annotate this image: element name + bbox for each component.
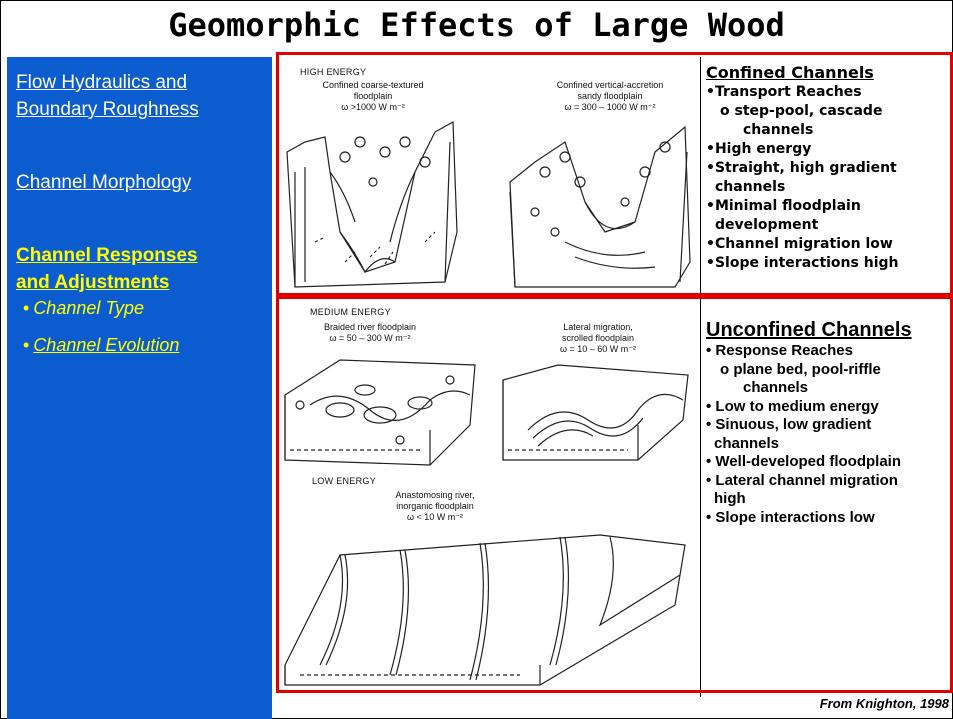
nav-flow-hydraulics-line2: Boundary Roughness: [16, 96, 199, 123]
list-item: •Transport Reaches: [706, 83, 951, 102]
nav-channel-responses-line2: and Adjustments: [16, 269, 198, 296]
list-item: channels: [706, 178, 951, 197]
list-item: •Straight, high gradient: [706, 159, 951, 178]
nav-channel-responses-line1: Channel Responses: [16, 242, 198, 269]
citation: From Knighton, 1998: [820, 696, 949, 711]
list-item: o step-pool, cascade: [706, 102, 951, 121]
list-item: o plane bed, pool-riffle: [706, 361, 951, 380]
list-item: • Well-developed floodplain: [706, 453, 951, 472]
nav-flow-hydraulics[interactable]: Flow Hydraulics and Boundary Roughness: [16, 69, 199, 123]
sub-channel-type[interactable]: •Channel Type: [23, 296, 144, 320]
sub-channel-type-label: Channel Type: [33, 298, 144, 318]
list-item: • Response Reaches: [706, 342, 951, 361]
bullet-icon: •: [23, 298, 29, 318]
sub-channel-evolution[interactable]: •Channel Evolution: [23, 333, 179, 357]
sub-channel-evolution-label: Channel Evolution: [33, 335, 179, 355]
confined-panel: Confined Channels •Transport Reaches o s…: [706, 63, 951, 273]
list-item: high: [706, 490, 951, 509]
list-item: channels: [706, 435, 951, 454]
confined-list: •Transport Reaches o step-pool, cascade …: [706, 83, 951, 273]
list-item: channels: [706, 121, 951, 140]
nav-flow-hydraulics-line1: Flow Hydraulics and: [16, 69, 199, 96]
slide-title: Geomorphic Effects of Large Wood: [0, 6, 953, 44]
list-item: • Low to medium energy: [706, 398, 951, 417]
nav-channel-responses[interactable]: Channel Responses and Adjustments: [16, 242, 198, 296]
unconfined-list: • Response Reaches o plane bed, pool-rif…: [706, 342, 951, 527]
list-item: channels: [706, 379, 951, 398]
list-item: •Minimal floodplain: [706, 197, 951, 216]
unconfined-heading: Unconfined Channels: [706, 318, 951, 342]
list-item: • Sinuous, low gradient: [706, 416, 951, 435]
list-item: •Channel migration low: [706, 235, 951, 254]
unconfined-panel: Unconfined Channels • Response Reaches o…: [706, 318, 951, 527]
list-item: • Slope interactions low: [706, 509, 951, 528]
list-item: •High energy: [706, 140, 951, 159]
confined-heading: Confined Channels: [706, 63, 951, 83]
list-item: development: [706, 216, 951, 235]
list-item: •Slope interactions high: [706, 254, 951, 273]
sidebar: Flow Hydraulics and Boundary Roughness C…: [7, 57, 272, 719]
bullet-icon: •: [23, 335, 29, 355]
nav-channel-morphology[interactable]: Channel Morphology: [16, 169, 191, 196]
list-item: • Lateral channel migration: [706, 472, 951, 491]
